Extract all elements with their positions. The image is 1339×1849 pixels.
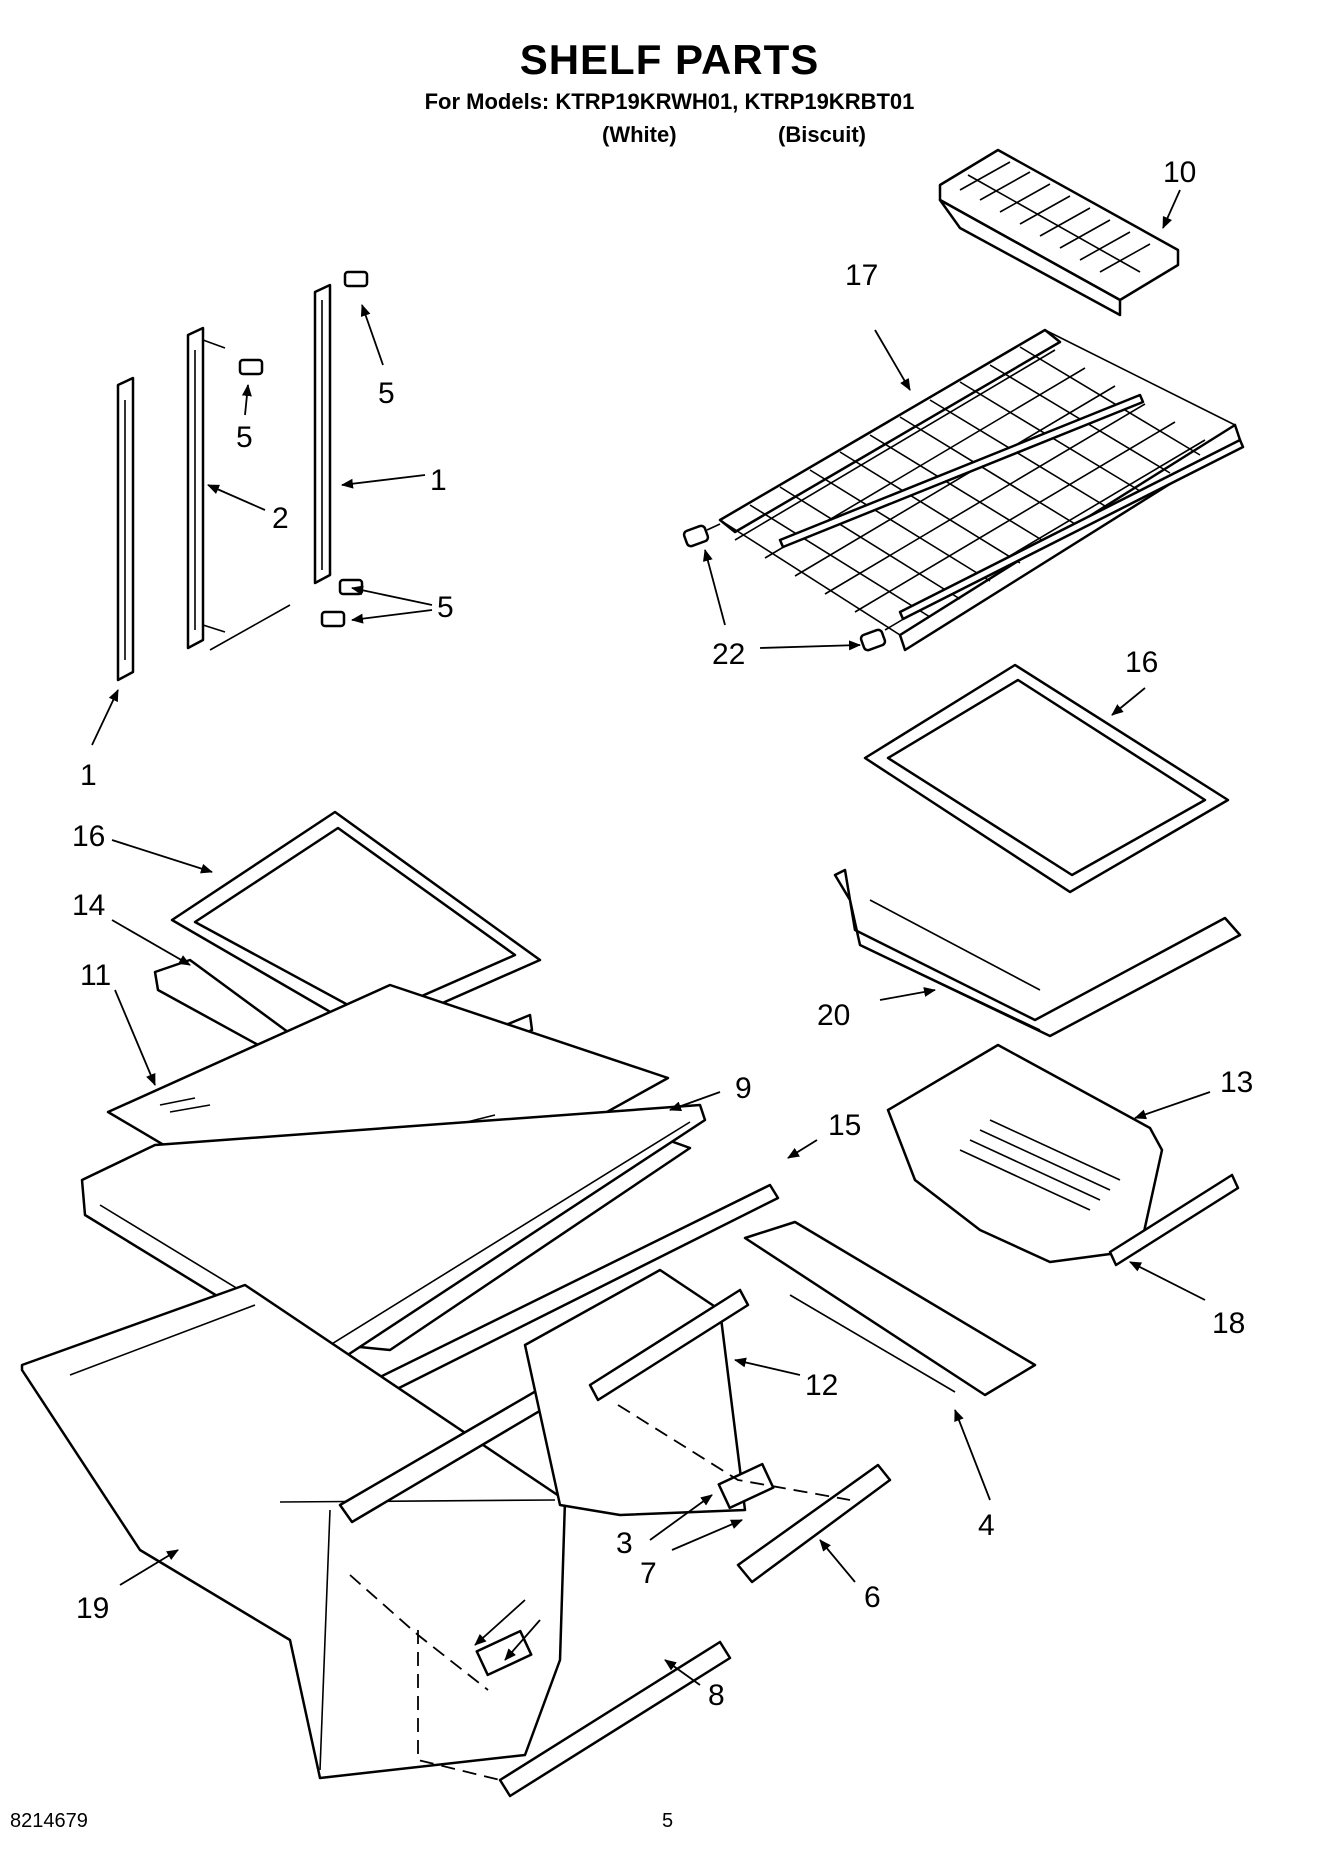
crisper-drawer-20-part bbox=[833, 868, 1242, 1038]
pan-handle-8-part bbox=[498, 1640, 732, 1798]
slide-3-part bbox=[475, 1462, 775, 1677]
rail-connector-line bbox=[209, 604, 291, 651]
wire-shelf-part bbox=[718, 328, 1245, 652]
callout-1-left: 1 bbox=[80, 759, 97, 792]
callout-1-right: 1 bbox=[430, 464, 447, 497]
dashed-assembly-line-right bbox=[617, 1404, 851, 1501]
callout-11: 11 bbox=[80, 959, 111, 992]
callout-3: 3 bbox=[616, 1527, 633, 1560]
callout-15: 15 bbox=[828, 1109, 861, 1142]
leader-lines bbox=[91, 189, 1211, 1686]
callout-14: 14 bbox=[72, 889, 105, 922]
cover-support-4-part bbox=[743, 1220, 1037, 1397]
callout-5-top: 5 bbox=[378, 377, 395, 410]
page-title: SHELF PARTS bbox=[519, 36, 820, 83]
callout-22: 22 bbox=[712, 638, 745, 671]
variant-white-label: (White) bbox=[602, 122, 677, 147]
callout-17: 17 bbox=[845, 259, 878, 292]
screw-icon bbox=[238, 270, 369, 628]
shelf-stud-upper bbox=[682, 523, 721, 548]
callout-10: 10 bbox=[1163, 156, 1196, 189]
callout-7: 7 bbox=[640, 1557, 657, 1590]
callout-19: 19 bbox=[76, 1592, 109, 1625]
callout-2: 2 bbox=[272, 502, 289, 535]
crisper-pan-19-part bbox=[20, 1283, 567, 1780]
callout-5-bottom: 5 bbox=[437, 591, 454, 624]
rail-right-part bbox=[313, 283, 332, 585]
ice-cube-tray-part bbox=[938, 148, 1180, 317]
callout-16-right: 16 bbox=[1125, 646, 1158, 679]
meat-pan-13-part bbox=[886, 1043, 1164, 1264]
crisper-pan-12-part bbox=[523, 1268, 750, 1517]
callout-9: 9 bbox=[735, 1072, 752, 1105]
callout-4: 4 bbox=[978, 1509, 995, 1542]
callout-13: 13 bbox=[1220, 1066, 1253, 1099]
dashed-assembly-line-left-2 bbox=[417, 1630, 501, 1781]
variant-biscuit-label: (Biscuit) bbox=[778, 122, 866, 147]
models-line: For Models: KTRP19KRWH01, KTRP19KRBT01 bbox=[424, 89, 915, 114]
callout-12: 12 bbox=[805, 1369, 838, 1402]
glass-shelf-left-part bbox=[170, 810, 542, 1037]
glass-shelf-right-part bbox=[863, 663, 1230, 894]
callout-5-mid: 5 bbox=[236, 421, 253, 454]
callout-6: 6 bbox=[864, 1581, 881, 1614]
document-number: 8214679 bbox=[10, 1810, 88, 1832]
page-number: 5 bbox=[662, 1810, 674, 1832]
cover-strip-18-part bbox=[1108, 1173, 1240, 1267]
callout-18: 18 bbox=[1212, 1307, 1245, 1340]
callout-labels: 10 17 5 5 1 2 5 22 1 16 16 14 11 20 9 13… bbox=[72, 156, 1253, 1712]
rail-left-part bbox=[116, 376, 135, 682]
callout-20: 20 bbox=[817, 999, 850, 1032]
shelf-stud-lower bbox=[859, 628, 887, 652]
callout-8: 8 bbox=[708, 1679, 725, 1712]
callout-16-left: 16 bbox=[72, 820, 105, 853]
pan-handle-6-part bbox=[736, 1463, 892, 1584]
rail-center-part bbox=[186, 326, 226, 650]
